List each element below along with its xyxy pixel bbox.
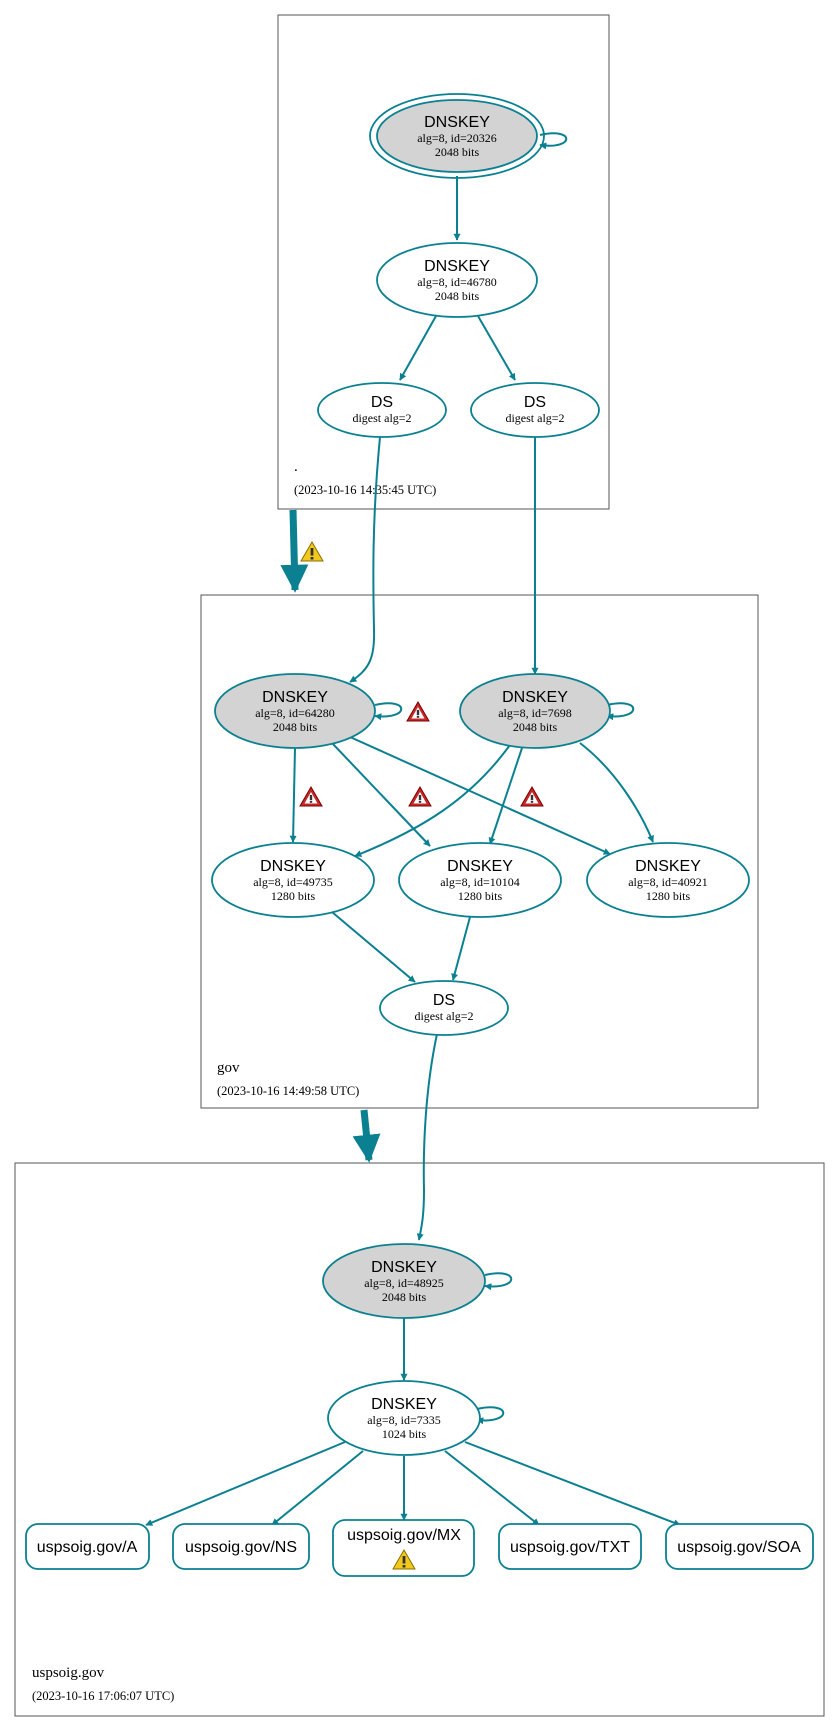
edge-usp-zsk-a <box>145 1441 346 1526</box>
zone-gov: gov (2023-10-16 14:49:58 UTC) <box>200 594 759 1109</box>
edge-root-zsk-ds1 <box>399 315 437 381</box>
edges <box>145 132 681 1526</box>
node-title: DS <box>433 992 455 1009</box>
node-gov-zsk-49735[interactable]: DNSKEY alg=8, id=49735 1280 bits <box>211 842 375 918</box>
node-detail: digest alg=2 <box>505 411 564 425</box>
edge-gov-ksk1-zsk1 <box>289 747 297 843</box>
edge-gov-zsk2-ds <box>451 916 471 981</box>
node-detail: alg=8, id=10104 <box>440 875 520 889</box>
node-detail: alg=8, id=64280 <box>255 706 335 720</box>
record-box-mx[interactable]: uspsoig.gov/MX <box>332 1519 475 1577</box>
node-title: DNSKEY <box>371 1259 437 1276</box>
node-gov-ksk-64280[interactable]: DNSKEY alg=8, id=64280 2048 bits <box>214 673 376 749</box>
node-root-zsk[interactable]: DNSKEY alg=8, id=46780 2048 bits <box>376 242 538 318</box>
node-title: DS <box>371 394 393 411</box>
node-detail: 2048 bits <box>382 1290 427 1304</box>
node-title: DNSKEY <box>371 1396 437 1413</box>
node-gov-zsk-40921[interactable]: DNSKEY alg=8, id=40921 1280 bits <box>586 842 750 918</box>
record-box-txt[interactable]: uspsoig.gov/TXT <box>498 1523 642 1570</box>
node-gov-zsk-10104[interactable]: DNSKEY alg=8, id=10104 1280 bits <box>398 842 562 918</box>
node-detail: alg=8, id=46780 <box>417 275 497 289</box>
node-detail: 1280 bits <box>271 889 316 903</box>
node-title: DNSKEY <box>424 114 490 131</box>
node-detail: digest alg=2 <box>352 411 411 425</box>
node-detail: 2048 bits <box>513 720 558 734</box>
self-sign-edge <box>476 1406 505 1425</box>
self-sign-edge <box>374 702 403 721</box>
node-detail: 2048 bits <box>273 720 318 734</box>
edge-gov-ksk2-zsk1 <box>354 744 511 857</box>
node-detail: alg=8, id=20326 <box>417 131 497 145</box>
node-detail: 2048 bits <box>435 145 480 159</box>
edge-gov-ds-usp-ksk <box>416 1033 438 1241</box>
node-root-ksk[interactable]: DNSKEY alg=8, id=20326 2048 bits <box>369 93 545 179</box>
zone-uspsoig: uspsoig.gov (2023-10-16 17:06:07 UTC) <box>14 1162 825 1717</box>
self-sign-edge <box>484 1272 513 1291</box>
edge-gov-ksk1-zsk3 <box>349 736 611 855</box>
node-detail: alg=8, id=40921 <box>628 875 708 889</box>
node-title: DS <box>524 394 546 411</box>
record-box-soa[interactable]: uspsoig.gov/SOA <box>665 1523 814 1570</box>
node-root-ds-1[interactable]: DS digest alg=2 <box>317 382 447 438</box>
zone-timestamp: (2023-10-16 14:49:58 UTC) <box>217 1084 359 1098</box>
record-box-ns[interactable]: uspsoig.gov/NS <box>172 1523 310 1570</box>
edge-usp-zsk-ns <box>271 1450 364 1526</box>
node-title: DNSKEY <box>447 858 513 875</box>
delegation-arrow-gov-uspsoig <box>352 1109 381 1163</box>
node-usp-ksk-48925[interactable]: DNSKEY alg=8, id=48925 2048 bits <box>322 1243 486 1319</box>
node-title: DNSKEY <box>262 689 328 706</box>
node-detail: 1280 bits <box>646 889 691 903</box>
node-detail: 1280 bits <box>458 889 503 903</box>
record-label: uspsoig.gov/NS <box>185 1539 297 1556</box>
error-icon <box>299 786 323 807</box>
edge-gov-ksk2-zsk3 <box>579 742 654 843</box>
zone-timestamp: (2023-10-16 17:06:07 UTC) <box>32 1689 174 1703</box>
node-root-ds-2[interactable]: DS digest alg=2 <box>470 382 600 438</box>
node-title: DNSKEY <box>502 689 568 706</box>
error-icon <box>520 786 544 807</box>
zone-name: gov <box>217 1060 240 1076</box>
node-gov-ds[interactable]: DS digest alg=2 <box>379 980 509 1036</box>
node-detail: 1024 bits <box>382 1427 427 1441</box>
node-detail: digest alg=2 <box>414 1009 473 1023</box>
node-title: DNSKEY <box>424 258 490 275</box>
node-detail: alg=8, id=48925 <box>364 1276 444 1290</box>
edge-usp-zsk-soa <box>464 1441 681 1526</box>
self-sign-edge <box>606 702 635 721</box>
node-detail: 2048 bits <box>435 289 480 303</box>
edge-gov-zsk1-ds <box>331 911 416 983</box>
node-detail: alg=8, id=49735 <box>253 875 333 889</box>
warning-icon <box>300 541 324 562</box>
record-label: uspsoig.gov/MX <box>347 1527 461 1544</box>
error-icon <box>408 786 432 807</box>
zone-name: . <box>294 459 298 475</box>
node-gov-ksk-7698[interactable]: DNSKEY alg=8, id=7698 2048 bits <box>459 673 611 749</box>
edge-usp-zsk-txt <box>444 1450 540 1526</box>
self-sign-edge <box>539 132 568 150</box>
record-label: uspsoig.gov/TXT <box>510 1539 630 1556</box>
node-detail: alg=8, id=7698 <box>498 706 572 720</box>
edge-root-zsk-ds2 <box>477 315 516 381</box>
record-box-a[interactable]: uspsoig.gov/A <box>25 1523 150 1570</box>
delegation-arrow-root-gov <box>280 509 309 593</box>
zone-name: uspsoig.gov <box>32 1665 105 1681</box>
record-label: uspsoig.gov/SOA <box>677 1539 801 1556</box>
record-label: uspsoig.gov/A <box>37 1539 138 1556</box>
error-icon <box>406 701 430 722</box>
node-usp-zsk-7335[interactable]: DNSKEY alg=8, id=7335 1024 bits <box>327 1380 481 1456</box>
zone-root: . (2023-10-16 14:35:45 UTC) <box>277 14 610 510</box>
node-detail: alg=8, id=7335 <box>367 1413 441 1427</box>
node-title: DNSKEY <box>635 858 701 875</box>
node-title: DNSKEY <box>260 858 326 875</box>
edge-root-ds1-gov-ksk1 <box>349 436 381 683</box>
edge-gov-ksk2-zsk2 <box>488 747 523 845</box>
zone-timestamp: (2023-10-16 14:35:45 UTC) <box>294 483 436 497</box>
